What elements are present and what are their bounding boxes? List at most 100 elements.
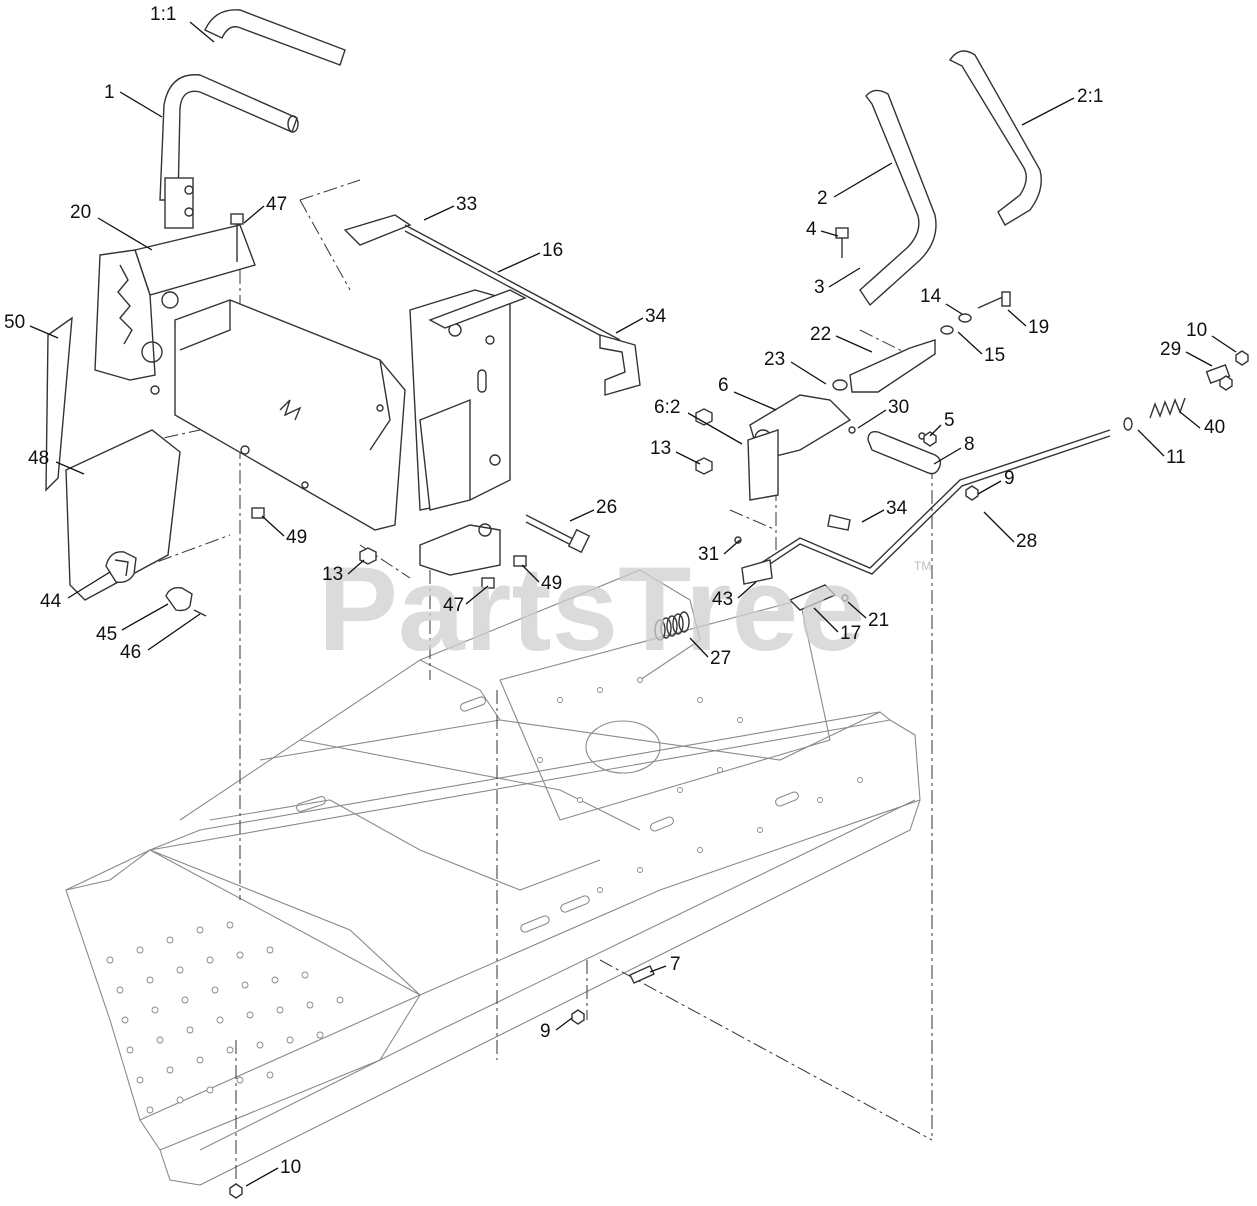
callout-label[interactable]: 19 [1028,317,1049,338]
callout-label[interactable]: 45 [96,624,117,645]
callout-leader-line [790,361,827,385]
callout-c-30[interactable]: 30 [857,397,909,429]
callout-c-23[interactable]: 23 [764,349,827,385]
callout-c-1-1[interactable]: 1:1 [150,4,215,43]
callout-label[interactable]: 2:1 [1077,86,1103,107]
callout-c-50[interactable]: 50 [4,312,59,339]
callout-label[interactable]: 22 [810,324,831,345]
callout-label[interactable]: 9 [1004,468,1015,489]
callout-c-28[interactable]: 28 [983,511,1037,552]
callout-label[interactable]: 29 [1160,339,1181,360]
callout-label[interactable]: 10 [1186,320,1207,341]
callout-c-14[interactable]: 14 [920,286,963,315]
callout-label[interactable]: 26 [596,497,617,518]
callout-label[interactable]: 4 [806,219,817,240]
callout-c-33[interactable]: 33 [423,194,477,221]
callout-label[interactable]: 1:1 [150,4,176,25]
callout-label[interactable]: 43 [712,589,733,610]
callout-label[interactable]: 49 [541,573,562,594]
callout-c-10a[interactable]: 10 [1186,320,1237,353]
callout-c-2-1[interactable]: 2:1 [1021,86,1103,126]
callout-c-21[interactable]: 21 [847,601,889,631]
callout-c-6-2[interactable]: 6:2 [654,397,743,445]
callout-label[interactable]: 1 [104,82,115,103]
callout-c-45[interactable]: 45 [96,603,169,645]
callout-c-3[interactable]: 3 [814,267,861,298]
callout-label[interactable]: 34 [886,498,908,519]
callout-c-11[interactable]: 11 [1137,429,1186,468]
callout-label[interactable]: 31 [698,544,719,565]
callout-label[interactable]: 10 [280,1157,301,1178]
callout-label[interactable]: 11 [1166,447,1186,468]
callout-c-31[interactable]: 31 [698,539,741,565]
callout-c-34b[interactable]: 34 [861,498,908,523]
callout-label[interactable]: 28 [1016,531,1037,552]
callout-label[interactable]: 15 [984,345,1005,366]
callout-c-1[interactable]: 1 [104,82,163,118]
callout-c-29[interactable]: 29 [1160,339,1213,367]
callout-label[interactable]: 13 [322,564,343,585]
callout-label[interactable]: 49 [286,527,307,548]
callout-c-34a[interactable]: 34 [615,306,667,334]
callout-c-44[interactable]: 44 [40,571,111,612]
callout-c-6[interactable]: 6 [718,375,777,411]
callout-c-10b[interactable]: 10 [245,1157,301,1187]
callout-label[interactable]: 9 [540,1021,551,1042]
callout-c-9b[interactable]: 9 [540,1017,573,1042]
callout-c-8[interactable]: 8 [933,434,975,465]
callout-c-2[interactable]: 2 [817,162,893,209]
callout-c-26[interactable]: 26 [569,497,617,522]
callout-c-9a[interactable]: 9 [977,468,1015,495]
callout-label[interactable]: 7 [670,954,681,975]
callout-c-47b[interactable]: 47 [443,585,489,616]
callout-label[interactable]: 47 [443,595,464,616]
callout-label[interactable]: 21 [868,610,889,631]
callout-c-22[interactable]: 22 [810,324,873,353]
pin-31 [734,536,742,544]
callout-label[interactable]: 40 [1204,417,1225,438]
callout-label[interactable]: 14 [920,286,942,307]
callout-label[interactable]: 13 [650,438,671,459]
callout-c-7[interactable]: 7 [649,954,681,975]
callout-c-48[interactable]: 48 [28,448,85,475]
callout-label[interactable]: 44 [40,591,62,612]
callout-label[interactable]: 6 [718,375,729,396]
callout-c-16[interactable]: 16 [497,240,563,273]
callout-label[interactable]: 16 [542,240,563,261]
callout-label[interactable]: 34 [645,306,667,327]
callout-c-15[interactable]: 15 [957,331,1005,366]
callout-label[interactable]: 2 [817,188,828,209]
callout-label[interactable]: 50 [4,312,25,333]
callout-label[interactable]: 47 [266,194,287,215]
callout-label[interactable]: 30 [888,397,909,418]
callout-c-43[interactable]: 43 [712,581,757,610]
callout-c-13b[interactable]: 13 [650,438,701,465]
callout-label[interactable]: 48 [28,448,49,469]
callout-c-17[interactable]: 17 [813,607,861,644]
callout-c-13a[interactable]: 13 [322,559,365,585]
callout-c-49a[interactable]: 49 [261,515,307,548]
callout-label[interactable]: 33 [456,194,477,215]
callout-c-5[interactable]: 5 [929,410,955,437]
callout-c-40[interactable]: 40 [1179,411,1225,438]
callout-label[interactable]: 27 [710,648,731,669]
callout-c-49b[interactable]: 49 [521,564,562,594]
callout-label[interactable]: 8 [964,434,975,455]
callout-label[interactable]: 3 [814,277,825,298]
callout-label[interactable]: 6:2 [654,397,680,418]
callout-label[interactable]: 17 [840,623,861,644]
callout-c-19[interactable]: 19 [1007,309,1049,338]
callout-leader-line [929,424,942,437]
callout-label[interactable]: 20 [70,202,91,223]
callout-c-20[interactable]: 20 [70,202,153,251]
callout-leader-line [687,412,743,445]
callout-label[interactable]: 5 [944,410,955,431]
left-control-handle-assembly [45,9,406,617]
callout-c-46[interactable]: 46 [120,613,201,663]
callout-c-47a[interactable]: 47 [243,194,287,224]
callout-c-27[interactable]: 27 [689,637,731,669]
callout-label[interactable]: 46 [120,642,141,663]
callout-c-4[interactable]: 4 [806,219,839,240]
callout-label[interactable]: 23 [764,349,785,370]
